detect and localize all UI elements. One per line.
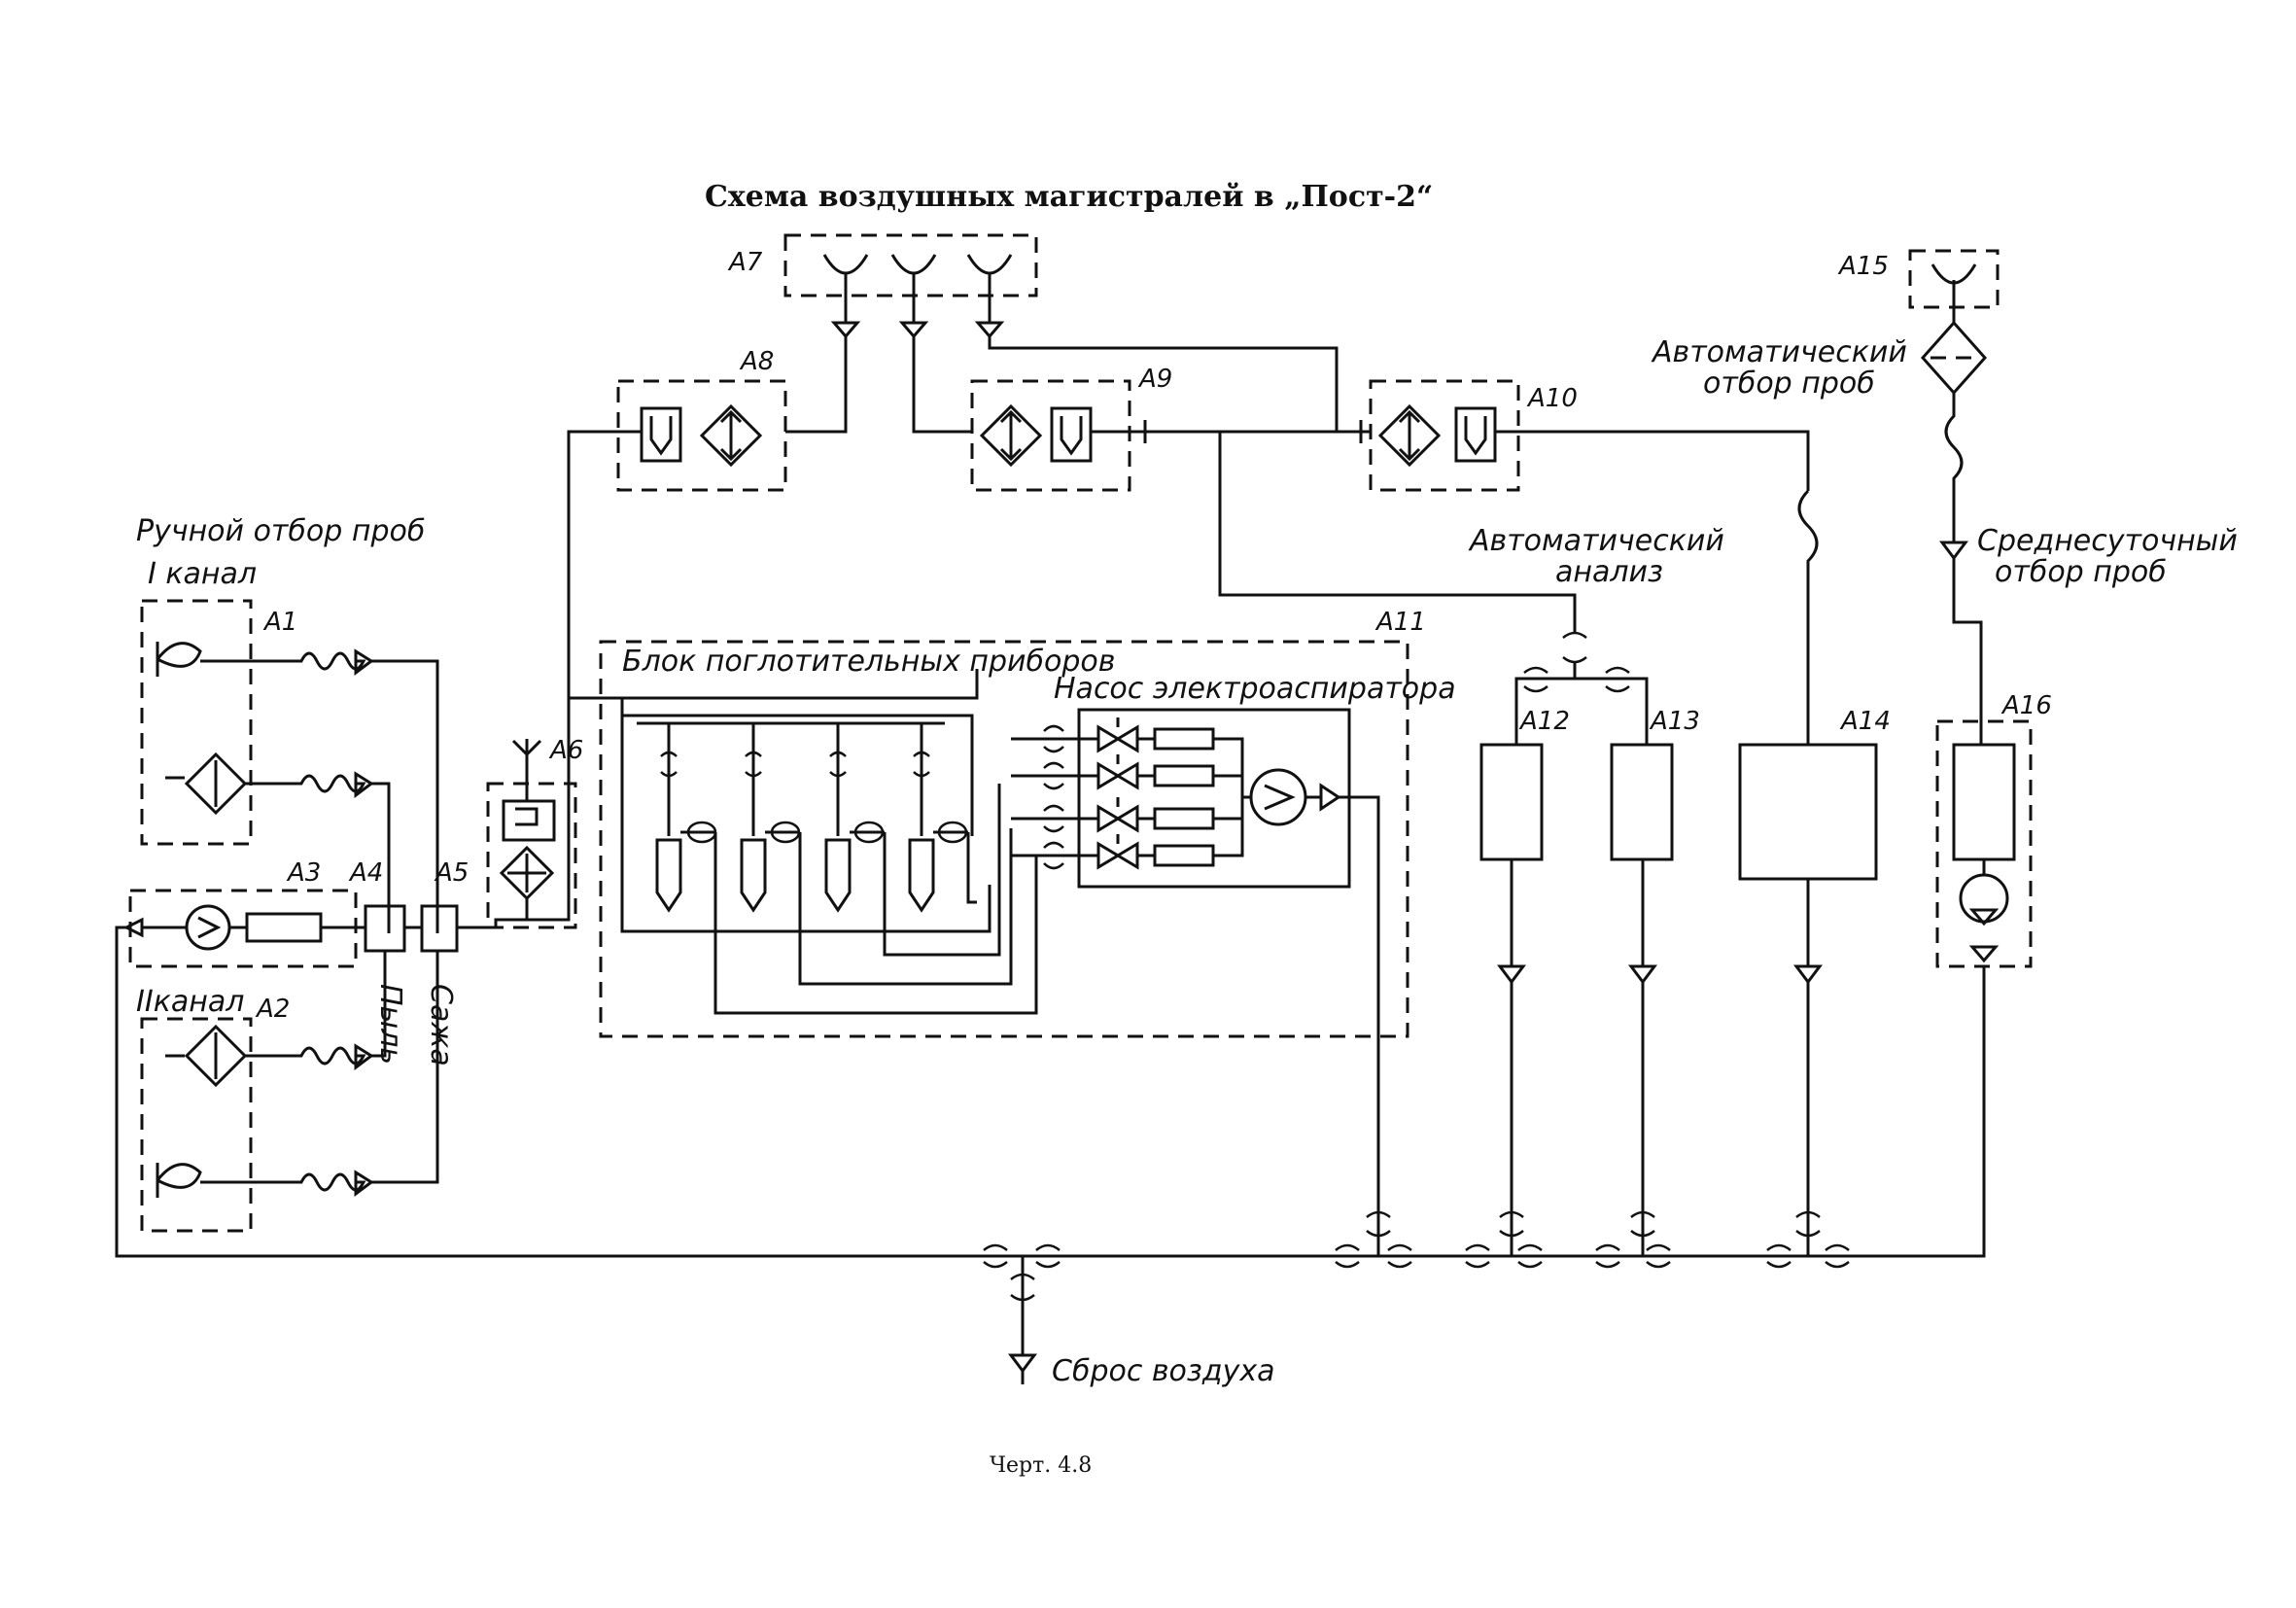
a3-pump-block: А3 <box>115 858 1341 1258</box>
tag-a16: А16 <box>2000 691 2052 720</box>
label-dust: Пыль <box>373 984 407 1065</box>
tag-a8: А8 <box>739 347 774 376</box>
label-soot: Сажа <box>424 984 458 1066</box>
tag-a3: А3 <box>286 858 321 888</box>
label-air-discharge: Сброс воздуха <box>1052 1354 1275 1388</box>
diagram-title: Схема воздушных магистралей в „Пост-2“ <box>705 180 1433 214</box>
label-daily-sampling-1: Среднесуточный <box>1977 524 2238 558</box>
a15-intake-block: А15 <box>1837 249 2000 309</box>
label-auto-analysis-2: анализ <box>1555 555 1663 589</box>
label-channel-2: IIканал <box>136 985 244 1019</box>
a10-filter-block: А10 <box>1359 379 1578 492</box>
tag-a4: А4 <box>348 858 383 888</box>
tag-a1: А1 <box>262 608 297 637</box>
tag-a15: А15 <box>1837 252 1889 281</box>
label-manual-sampling: Ручной отбор проб <box>136 514 425 548</box>
label-auto-analysis-1: Автоматический <box>1468 524 1724 558</box>
tag-a11: А11 <box>1374 608 1426 637</box>
label-daily-sampling-2: отбор проб <box>1995 555 2167 589</box>
tag-a7: А7 <box>727 248 763 277</box>
tag-a12: А12 <box>1518 707 1570 736</box>
label-channel-1: I канал <box>148 557 257 591</box>
a1-channel-1-block <box>140 599 253 846</box>
tag-a2: А2 <box>255 995 290 1024</box>
tag-a13: А13 <box>1649 707 1700 736</box>
a6-filter-block: А6 <box>486 736 583 929</box>
a5-soot-filter: А5 <box>420 858 469 953</box>
bottom-connectors <box>983 1210 1850 1269</box>
label-auto-sampling-1: Автоматический <box>1651 335 1907 369</box>
figure-caption: Черт. 4.8 <box>990 1453 1092 1478</box>
a8-filter-block: А8 <box>616 347 787 492</box>
a14-analyzer: А14 <box>1738 707 1891 881</box>
air-discharge-outlet: Сброс воздуха <box>1008 1256 1275 1388</box>
tag-a9: А9 <box>1137 365 1172 394</box>
tag-a6: А6 <box>548 736 583 765</box>
a12-analyzer: А12 <box>1479 707 1570 861</box>
tag-a14: А14 <box>1839 707 1891 736</box>
tag-a10: А10 <box>1526 384 1578 413</box>
a2-channel-2-block <box>140 1017 253 1233</box>
a4-dust-filter: А4 <box>348 858 406 953</box>
a7-intake-block: А7 <box>727 233 1038 303</box>
aspirator-pump-block <box>1011 708 1380 1221</box>
label-auto-sampling-2: отбор проб <box>1703 367 1875 401</box>
tag-a5: А5 <box>434 858 469 888</box>
label-aspirator-pump: Насос электроаспиратора <box>1054 672 1456 706</box>
a11-absorber-block: А11 Блок поглотительных приборов Насос э… <box>599 608 1456 1038</box>
a9-filter-block: А9 <box>970 365 1172 492</box>
a13-analyzer: А13 <box>1610 707 1700 861</box>
absorber-tubes <box>655 723 1038 1015</box>
label-absorber-block: Блок поглотительных приборов <box>622 645 1115 679</box>
a16-sampler-block: А16 <box>1935 691 2052 968</box>
